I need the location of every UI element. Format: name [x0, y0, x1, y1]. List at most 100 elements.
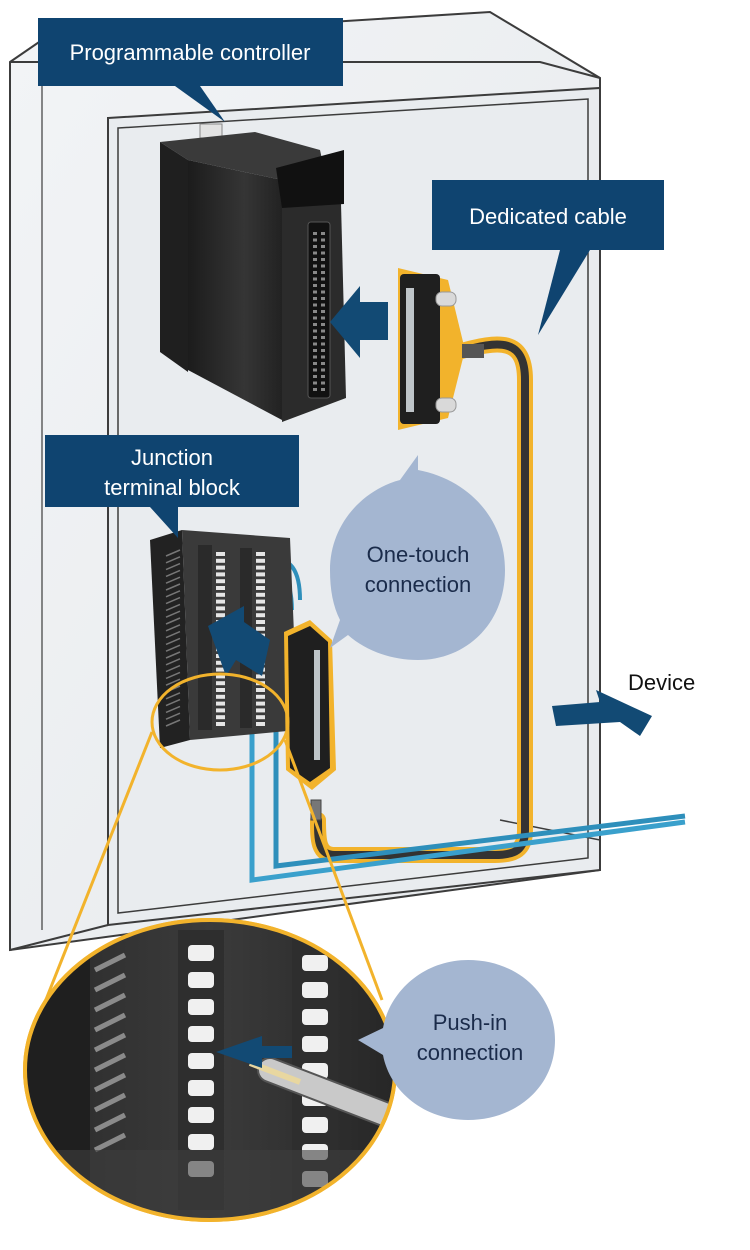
- terminal-slot: [256, 715, 265, 720]
- label-device: Device: [628, 670, 695, 695]
- rib: [165, 637, 181, 646]
- bubble-text: Push-in: [433, 1010, 508, 1035]
- bubble-text: connection: [417, 1040, 523, 1065]
- rib: [165, 664, 181, 673]
- label-programmable-controller: Programmable controller: [38, 18, 343, 122]
- rib: [165, 603, 181, 612]
- pin: [321, 258, 325, 261]
- terminal-slot: [256, 674, 265, 679]
- pin: [313, 245, 317, 248]
- terminal-slot: [216, 688, 225, 692]
- rib: [93, 952, 127, 973]
- rib: [165, 651, 181, 659]
- terminal-slot: [256, 688, 265, 692]
- pin: [321, 349, 325, 352]
- rib: [165, 583, 181, 591]
- pin: [313, 238, 317, 242]
- terminal-slot: [216, 674, 225, 679]
- rib: [165, 644, 181, 652]
- pin: [313, 362, 317, 365]
- terminal-slot: [256, 701, 265, 706]
- pin: [321, 329, 325, 333]
- rib: [165, 678, 181, 686]
- pin: [313, 251, 317, 255]
- rib: [93, 1012, 127, 1033]
- terminal-slot: [216, 722, 225, 726]
- rib: [93, 972, 127, 993]
- pin: [321, 362, 325, 365]
- terminal-hole: [188, 1053, 214, 1069]
- pin: [321, 303, 325, 307]
- rib: [165, 576, 181, 584]
- pin: [321, 342, 325, 346]
- controller-pin-array: [313, 232, 325, 391]
- zoom-focus-ring: [150, 672, 290, 772]
- terminal-hole: [188, 1026, 214, 1042]
- terminal-slot: [256, 620, 265, 624]
- rib: [165, 617, 181, 625]
- terminal-hole: [302, 955, 328, 971]
- rib: [165, 658, 181, 666]
- pin: [321, 355, 325, 359]
- pin: [313, 316, 317, 320]
- arrow-icon: [330, 286, 388, 358]
- rib: [165, 712, 181, 720]
- pin: [321, 381, 325, 385]
- arrow-icon: [216, 1036, 292, 1068]
- pin: [321, 271, 325, 274]
- bubble-push-in-connection: Push-in connection: [358, 960, 555, 1120]
- terminal-slot: [216, 660, 225, 665]
- terminal-hole: [188, 945, 214, 961]
- pin: [321, 316, 325, 320]
- label-text: Dedicated cable: [469, 204, 627, 229]
- bubble-one-touch-connection: One-touch connection: [330, 455, 505, 660]
- rib: [165, 569, 181, 578]
- rib: [93, 1072, 127, 1093]
- terminal-slot: [216, 667, 225, 672]
- pin: [321, 375, 325, 378]
- pin: [321, 310, 325, 313]
- pin: [321, 245, 325, 248]
- terminal-slot: [216, 586, 225, 590]
- terminal-slot: [256, 552, 265, 556]
- terminal-slot: [256, 606, 265, 611]
- terminal-slot: [216, 715, 225, 720]
- rib: [165, 705, 181, 714]
- rib: [165, 590, 181, 598]
- label-junction-terminal-block: Junction terminal block: [45, 435, 299, 538]
- rib: [93, 1052, 127, 1073]
- cable-connector-icon: [284, 620, 336, 821]
- pin: [321, 232, 325, 235]
- pin: [313, 349, 317, 352]
- terminal-slot: [216, 701, 225, 706]
- terminal-slot: [256, 722, 265, 726]
- pin: [313, 329, 317, 333]
- label-text: Programmable controller: [70, 40, 311, 65]
- terminal-slot: [216, 558, 225, 563]
- pin: [321, 297, 325, 300]
- pin: [313, 297, 317, 300]
- terminal-slot: [216, 599, 225, 604]
- pin: [313, 388, 317, 391]
- terminal-slot: [256, 572, 265, 577]
- rib: [165, 624, 181, 632]
- terminal-hole: [188, 999, 214, 1015]
- pin: [313, 336, 317, 339]
- terminal-slot: [256, 694, 265, 699]
- zoom-cone-right: [283, 739, 384, 1001]
- terminal-slot: [216, 606, 225, 611]
- bubble-text: connection: [365, 572, 471, 597]
- terminal-slot: [256, 708, 265, 713]
- pin: [313, 271, 317, 274]
- terminal-slot: [216, 681, 225, 686]
- terminal-hole: [302, 1009, 328, 1025]
- pin: [321, 251, 325, 255]
- zoom-detail: [23, 918, 397, 1222]
- terminal-slot: [256, 586, 265, 590]
- cable-connector-icon: [398, 268, 484, 430]
- terminal-slot: [216, 565, 225, 570]
- zoom-stripes: [93, 932, 127, 1153]
- rib: [165, 698, 181, 707]
- terminal-hole: [188, 1080, 214, 1096]
- rib: [93, 1092, 127, 1113]
